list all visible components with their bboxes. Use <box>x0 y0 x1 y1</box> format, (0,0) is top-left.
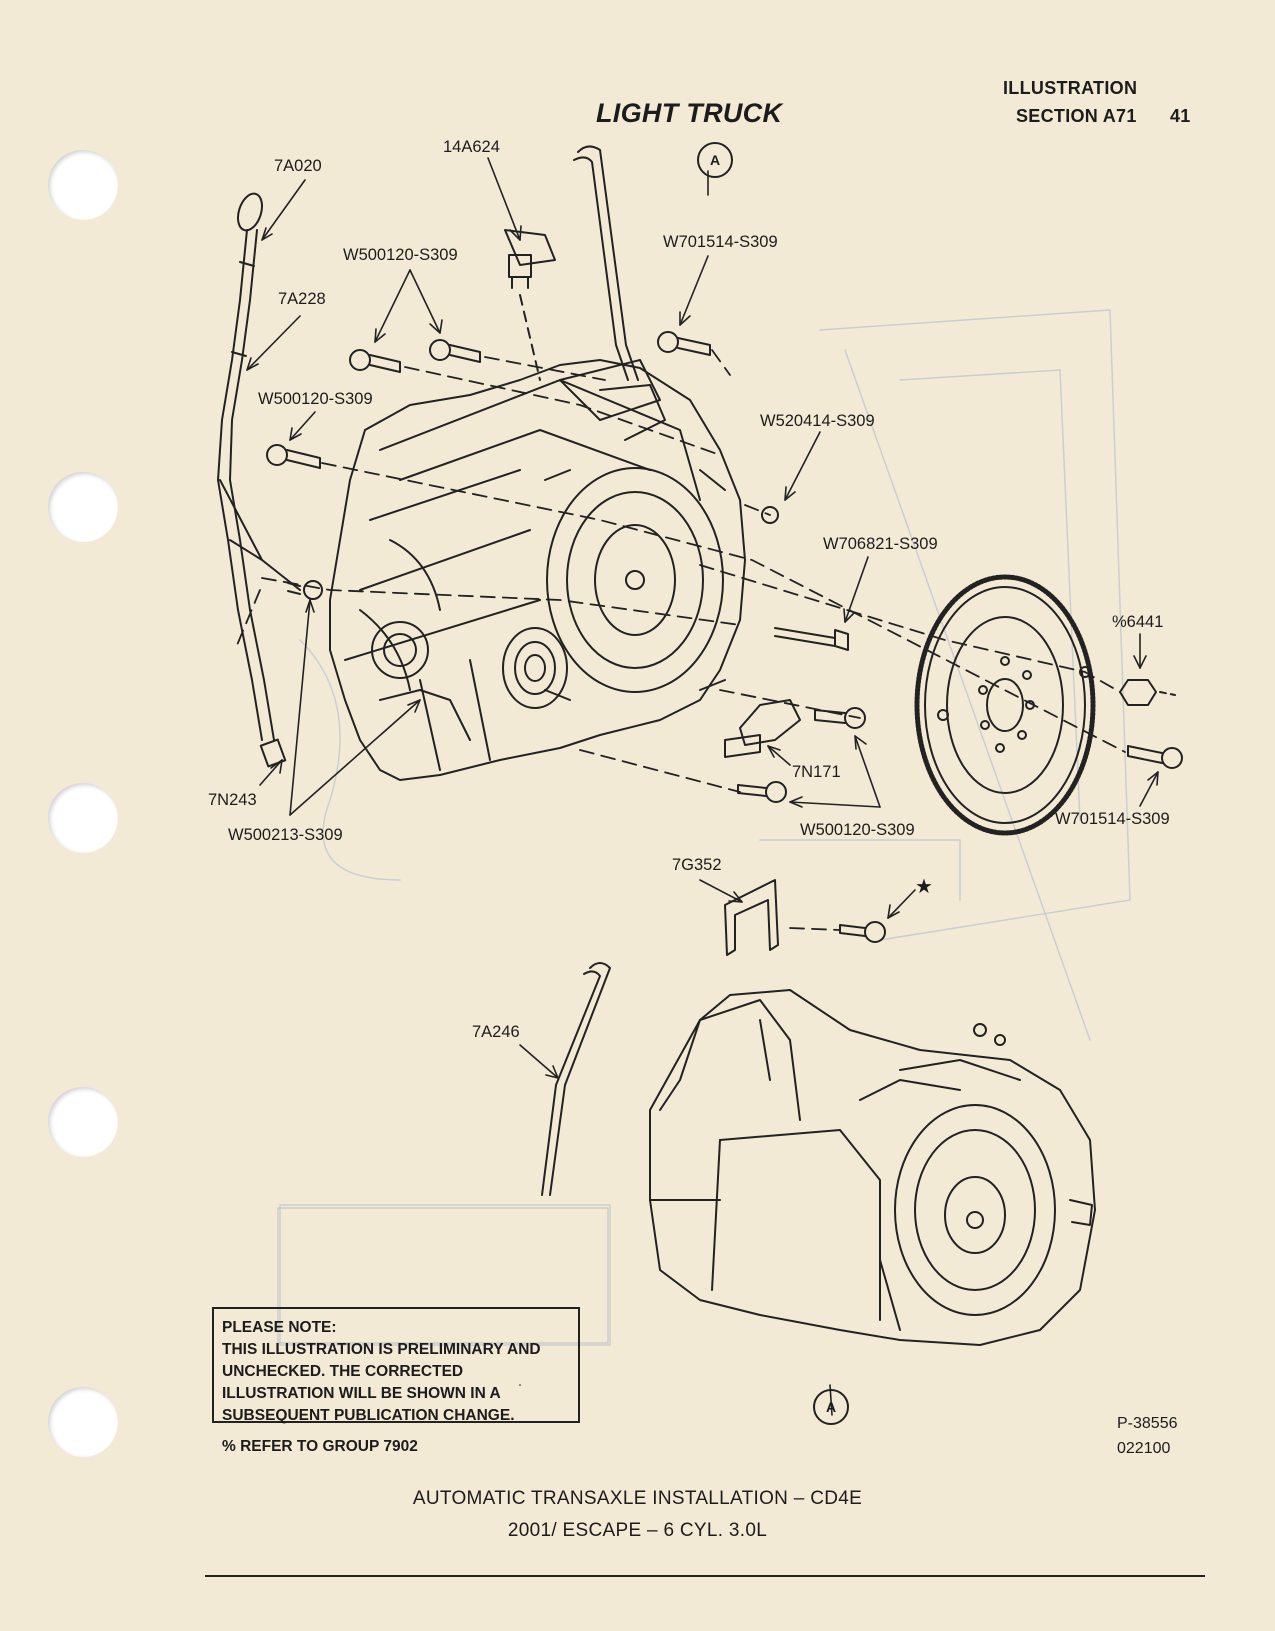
label-7a228: 7A228 <box>278 290 326 308</box>
figure-date: 022100 <box>1117 1440 1171 1457</box>
upper-transaxle-body <box>329 359 746 781</box>
illustration-label: ILLUSTRATION <box>1003 78 1138 98</box>
detail-a-marker: A <box>697 142 733 178</box>
note-line: UNCHECKED. THE CORRECTED <box>222 1363 464 1380</box>
label-6441: %6441 <box>1112 613 1164 631</box>
faint-stamp <box>277 1207 609 1344</box>
label-7a246: 7A246 <box>472 1023 520 1041</box>
lower-transaxle-body <box>649 989 1096 1346</box>
note-heading: PLEASE NOTE: <box>222 1319 337 1336</box>
label-w500120-left: W500120-S309 <box>258 390 373 408</box>
category-title: LIGHT TRUCK <box>596 98 783 128</box>
label-7a020: 7A020 <box>274 157 322 175</box>
refer-note: % REFER TO GROUP 7902 <box>222 1438 418 1455</box>
binder-hole <box>48 1387 118 1457</box>
please-note-box: PLEASE NOTE: THIS ILLUSTRATION IS PRELIM… <box>212 1307 580 1424</box>
star-icon: ★ <box>915 876 933 898</box>
binder-hole <box>48 1087 118 1157</box>
label-w701514-top: W701514-S309 <box>663 233 778 251</box>
label-w701514-right: W701514-S309 <box>1055 810 1170 828</box>
bleed-through-ghost <box>279 309 1131 1346</box>
label-w500120-top: W500120-S309 <box>343 246 458 264</box>
flexplate <box>914 574 1096 836</box>
label-w706821: W706821-S309 <box>823 535 938 553</box>
footer-rule <box>205 1575 1205 1577</box>
upper-vent-tube <box>573 145 639 381</box>
note-line: THIS ILLUSTRATION IS PRELIMINARY AND <box>222 1341 541 1358</box>
binder-hole <box>48 150 118 220</box>
figure-number: P-38556 <box>1117 1415 1178 1432</box>
label-w500213: W500213-S309 <box>228 826 343 844</box>
label-w520414: W520414-S309 <box>760 412 875 430</box>
page-number: 41 <box>1170 106 1191 126</box>
leader-lines <box>246 157 1159 1416</box>
footer-subtitle: 2001/ ESCAPE – 6 CYL. 3.0L <box>507 1520 768 1541</box>
note-line: SUBSEQUENT PUBLICATION CHANGE. <box>222 1407 515 1424</box>
binder-hole <box>48 783 118 853</box>
label-7n171: 7N171 <box>792 763 841 781</box>
section-label: SECTION A71 <box>1016 106 1137 126</box>
binder-hole <box>48 472 118 542</box>
upper-bolts <box>266 331 1183 803</box>
alignment-lines <box>234 349 1126 931</box>
label-7g352: 7G352 <box>672 856 722 874</box>
detail-a-marker-bottom: A <box>813 1389 849 1425</box>
note-line: ILLUSTRATION WILL BE SHOWN IN A <box>222 1385 501 1402</box>
dipstick-tube-assembly <box>217 192 301 768</box>
vent-part <box>504 229 556 381</box>
vent-tube-7a246 <box>541 962 611 1196</box>
label-w500120-bottom: W500120-S309 <box>800 821 915 839</box>
bracket-7g352 <box>724 879 886 956</box>
label-14a624: 14A624 <box>443 138 500 156</box>
label-7n243: 7N243 <box>208 791 257 809</box>
footer-title: AUTOMATIC TRANSAXLE INSTALLATION – CD4E <box>412 1488 863 1509</box>
